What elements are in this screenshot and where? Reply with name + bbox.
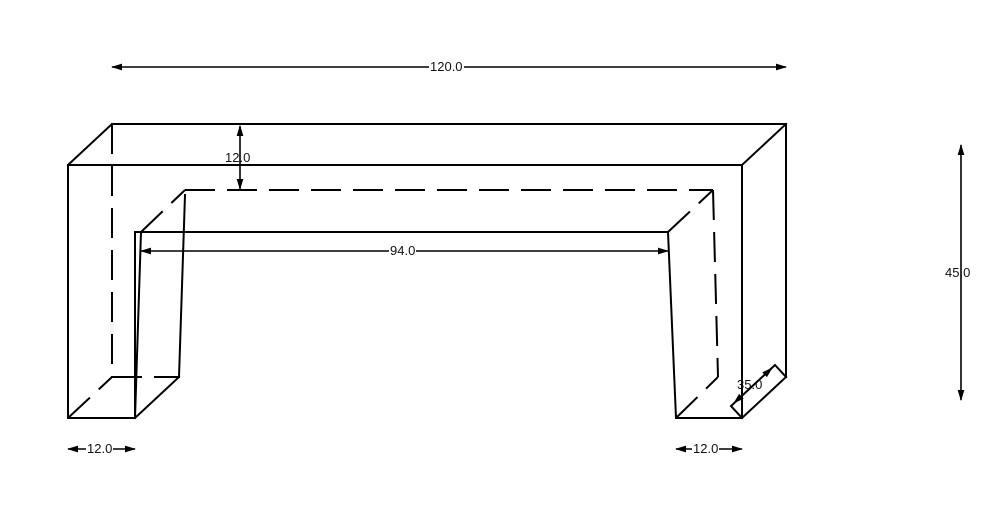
underside-right-receding-hidden-edge [667,189,714,233]
left-leg-inner-front-edge [133,230,143,420]
visible-edges [66,122,788,420]
label-depth: 35.0 [737,377,763,392]
front-face-outline [67,164,743,419]
left-top-receding-edge [66,122,114,167]
label-overall-length: 120.0 [429,59,464,74]
label-inner-span: 94.0 [389,243,417,258]
dim-line-depth [733,367,773,404]
right-leg-inner-back-hidden-edge [712,189,719,378]
right-leg-bottom-receding-hidden-edge [675,376,719,419]
left-bottom-receding-hidden-edge [67,376,113,419]
label-overall-height: 45.0 [945,265,971,280]
right-top-receding-edge [740,122,788,167]
label-left-leg-width: 12.0 [86,441,114,456]
underside-left-receding-hidden-edge [140,189,186,233]
left-leg-inner-back-edge [177,193,187,379]
left-leg-bottom-receding-edge [133,375,181,420]
hidden-edges [67,124,719,419]
label-top-thickness: 12.0 [225,150,251,165]
label-right-leg-width: 12.0 [692,441,720,456]
